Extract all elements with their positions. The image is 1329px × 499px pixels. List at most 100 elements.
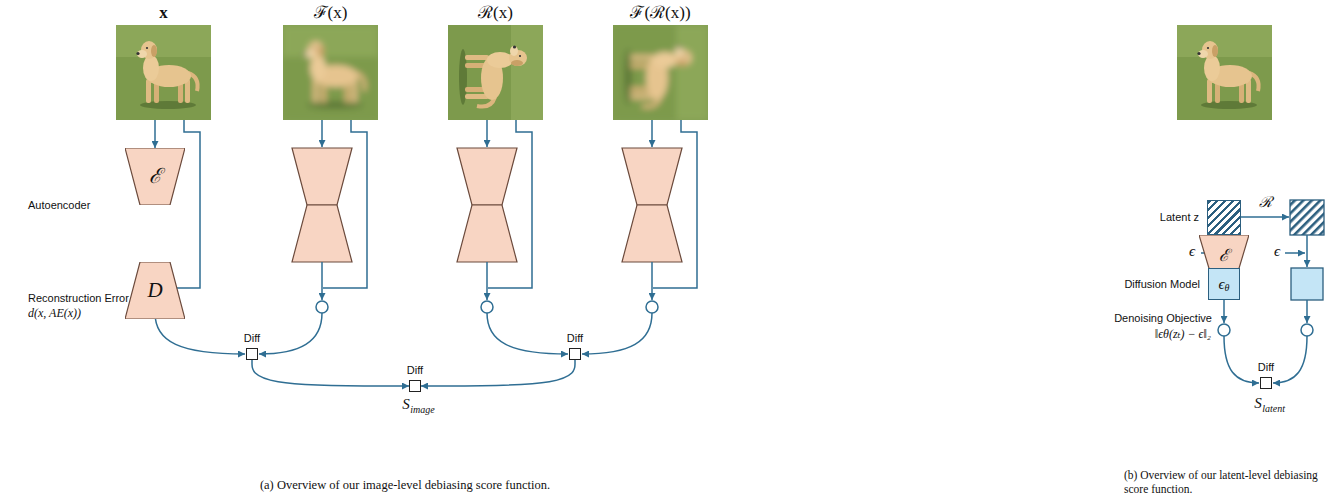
skip-wire <box>653 120 697 288</box>
wire <box>1224 336 1259 383</box>
score-symbol: S <box>402 396 410 413</box>
latent-box <box>1290 200 1324 235</box>
wires <box>155 120 697 354</box>
rotated-blurred-image <box>613 25 708 120</box>
image-ground <box>283 25 378 120</box>
figure-caption: (b) Overview of our latent-level debiasi… <box>1124 468 1322 496</box>
part-label: Latent z <box>1160 211 1199 224</box>
latent-box <box>1207 200 1241 235</box>
diffusion-box: Diffusion Model ϵθ <box>1124 268 1240 300</box>
wire <box>487 313 568 354</box>
flow-arrow <box>154 120 156 148</box>
rotated-image <box>448 25 543 120</box>
skip-wire <box>488 120 532 288</box>
error-circle <box>316 301 328 313</box>
wire <box>1241 216 1289 218</box>
objective-circle <box>1218 324 1230 336</box>
box-symbol: θ <box>1225 283 1230 293</box>
image-node: ℱ(x) <box>283 3 378 120</box>
dog-photo <box>1177 25 1272 120</box>
error-circle <box>481 301 493 313</box>
wire <box>486 262 488 300</box>
figure-caption: (a) Overview of our image-level debiasin… <box>260 478 550 493</box>
decoder-shape <box>292 205 352 262</box>
image-frame <box>448 25 543 120</box>
image-frame <box>283 25 378 120</box>
autoencoder-symbols <box>292 148 682 262</box>
diff-label: Diff <box>407 364 423 377</box>
wire <box>1273 336 1307 383</box>
wire <box>1306 235 1308 267</box>
decoder-shape <box>622 205 682 262</box>
score-subscript: image <box>410 404 434 415</box>
input-image <box>116 25 211 120</box>
diff-node: Diff <box>567 332 583 360</box>
score-subscript: latent <box>1262 403 1285 414</box>
encoder-shape <box>292 148 352 205</box>
objective-circle <box>1301 324 1313 336</box>
diff-node: Diff <box>1258 361 1274 389</box>
blurred-image <box>283 25 378 120</box>
flow-arrow <box>421 360 575 386</box>
image-frame <box>613 25 708 120</box>
wire <box>155 313 245 354</box>
box-symbol: ϵ <box>1219 277 1225 292</box>
skip-wire <box>323 120 367 288</box>
image-node: x <box>116 3 211 120</box>
noise-symbol: ϵ <box>1274 243 1280 260</box>
diffusion-box <box>1291 268 1323 300</box>
image-title: ℛ(x) <box>478 3 513 23</box>
error-circles <box>149 301 658 313</box>
input-image <box>1177 25 1272 120</box>
image-node: ℛ(x) <box>448 3 543 120</box>
formula: d(x, AE(x)) <box>28 306 81 321</box>
diff-square <box>569 348 581 360</box>
wire <box>582 313 652 354</box>
encoder-shape <box>622 148 682 205</box>
objective-circles <box>1218 324 1313 336</box>
row-label: Reconstruction Error <box>28 291 129 305</box>
encoder-block: ℰ <box>125 148 185 205</box>
noise-wire <box>1285 252 1305 254</box>
diff-label: Diff <box>1258 361 1274 374</box>
part-label: Diffusion Model <box>1124 278 1200 291</box>
image-frame <box>116 25 211 120</box>
wire <box>321 262 323 300</box>
wire <box>1223 300 1225 323</box>
score-symbol: S <box>1254 395 1262 412</box>
wire <box>321 120 323 147</box>
error-circle <box>646 301 658 313</box>
row-label: Denoising Objective <box>1114 311 1212 325</box>
image-node: ℱ(ℛ(x)) <box>613 3 708 120</box>
row-label: Autoencoder <box>28 198 90 212</box>
formula: ‖ϵθ(zₜ) − ϵ‖₂ <box>1155 327 1211 342</box>
block-symbol: ℰ <box>1219 247 1229 264</box>
diff-label: Diff <box>244 332 260 345</box>
dog-photo <box>448 25 543 120</box>
block-symbol: D <box>147 280 162 301</box>
image-title: ℱ(ℛ(x)) <box>630 3 690 23</box>
flow-arrow <box>252 360 409 386</box>
diff-square <box>1260 377 1272 389</box>
image-title: x <box>159 3 168 23</box>
block-symbol: ℰ <box>149 166 162 187</box>
rotation-symbol: ℛ <box>1259 194 1272 211</box>
wire <box>651 262 653 300</box>
image-ground <box>613 25 708 120</box>
image-title: ℱ(x) <box>314 3 348 23</box>
diff-node: Diff <box>244 332 260 360</box>
dog-photo <box>613 25 708 120</box>
trapezoid-shape <box>125 262 185 319</box>
wire <box>1306 300 1308 323</box>
wire <box>651 120 653 147</box>
diff-node: Diff <box>407 364 423 392</box>
wire <box>486 120 488 147</box>
dog-photo <box>283 25 378 120</box>
trapezoid-shape <box>125 148 185 205</box>
decoder-shape <box>457 205 517 262</box>
decoder-block: D <box>125 262 185 319</box>
diff-square <box>409 380 421 392</box>
